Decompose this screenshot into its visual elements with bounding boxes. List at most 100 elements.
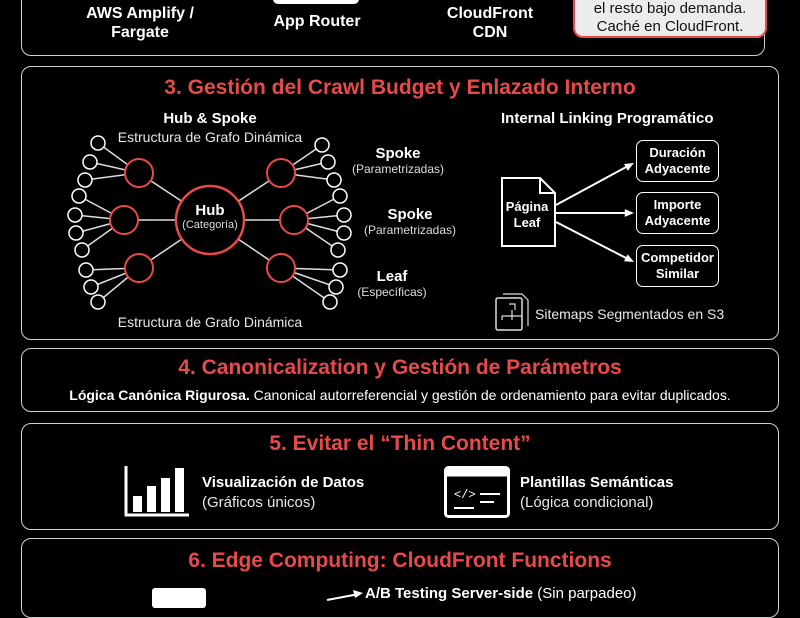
hub-sub: (Categoría) — [182, 219, 238, 231]
section-4-bold: Lógica Canónica Rigurosa. — [69, 387, 250, 403]
hub-spoke-subheading: Estructura de Grafo Dinámica — [117, 129, 303, 145]
sitemap-icon-detail — [501, 293, 529, 326]
section-5-panel: 5. Evitar el “Thin Content” — [21, 423, 779, 530]
leaf-page-label: Página Leaf — [502, 199, 552, 231]
link-target-importe: Importe Adyacente — [636, 192, 719, 234]
spoke-node — [266, 253, 296, 283]
hub-spoke-graph — [67, 135, 634, 331]
target-line2: Similar — [655, 266, 700, 281]
app-router-label: App Router — [255, 12, 379, 31]
hub-spoke-footer: Estructura de Grafo Dinámica — [117, 314, 303, 330]
spoke-node — [279, 205, 309, 235]
cloudfront-line2: CDN — [472, 24, 508, 41]
hub-label: Hub (Categoría) — [176, 202, 244, 231]
legend-leaf: Leaf (Específicas) — [342, 268, 442, 299]
bar-chart-icon — [124, 466, 189, 517]
leaf-page-line1: Página — [505, 199, 549, 214]
target-line1: Duración — [649, 145, 706, 160]
section-3-panel: 3. Gestión del Crawl Budget y Enlazado I… — [21, 66, 779, 340]
amplify-line1: AWS Amplify / — [86, 5, 194, 22]
target-line1: Competidor — [641, 250, 714, 265]
templates-label: Plantillas Semánticas — [520, 474, 674, 491]
amplify-line2: Fargate — [111, 24, 169, 41]
svg-text:</>: </> — [454, 488, 476, 502]
legend-label: Leaf — [376, 268, 408, 285]
cloudfront-line1: CloudFront — [446, 5, 534, 22]
target-line1: Importe — [653, 197, 702, 212]
data-viz-label: Visualización de Datos — [202, 474, 365, 491]
edge-icon — [152, 588, 206, 608]
section-4-text: Lógica Canónica Rigurosa. Canonical auto… — [22, 387, 778, 403]
cloudfront-label: CloudFront CDN — [430, 4, 550, 42]
target-line2: Adyacente — [644, 213, 711, 228]
leaf-node — [83, 279, 99, 295]
leaf-node — [90, 135, 106, 151]
arrow-head — [624, 209, 634, 217]
legend-sub: (Específicas) — [357, 285, 427, 299]
linking-heading: Internal Linking Programático — [501, 110, 714, 127]
legend-spoke-1: Spoke (Parametrizadas) — [340, 145, 456, 176]
app-router-line1: App Router — [273, 13, 361, 30]
section-4-panel: 4. Canonicalization y Gestión de Parámet… — [21, 348, 779, 412]
legend-sub: (Parametrizadas) — [351, 162, 445, 176]
leaf-node — [77, 172, 93, 188]
legend-label: Spoke — [375, 145, 421, 162]
leaf-node — [74, 242, 90, 258]
section-3-title: 3. Gestión del Crawl Budget y Enlazado I… — [164, 76, 636, 99]
spoke-node — [266, 158, 296, 188]
section-6-title: 6. Edge Computing: CloudFront Functions — [188, 549, 612, 572]
leaf-node — [322, 294, 338, 310]
data-viz-item: Visualización de Datos (Gráficos únicos) — [202, 473, 364, 513]
templates-sub: (Lógica condicional) — [520, 494, 654, 511]
leaf-node — [328, 279, 344, 295]
leaf-node — [71, 188, 87, 204]
leaf-node — [332, 262, 348, 278]
code-window-icon: </> — [444, 466, 510, 518]
section-4-body: Canonical autorreferencial y gestión de … — [249, 387, 731, 403]
ab-testing-item: A/B Testing Server-side (Sin parpadeo) — [365, 585, 637, 602]
spoke-node — [124, 158, 154, 188]
document-fold — [539, 178, 555, 194]
leaf-node — [78, 262, 94, 278]
cache-callout: el resto bajo demanda. Caché en CloudFro… — [573, 0, 767, 38]
leaf-node — [314, 137, 330, 153]
target-line2: Adyacente — [644, 161, 711, 176]
hub-title: Hub — [195, 202, 225, 219]
link-target-duracion: Duración Adyacente — [636, 140, 719, 182]
data-viz-sub: (Gráficos únicos) — [202, 494, 316, 511]
leaf-node — [67, 207, 83, 223]
sitemap-icon — [495, 297, 523, 331]
ab-testing-sub: (Sin parpadeo) — [533, 585, 637, 602]
arrow-head — [624, 254, 634, 262]
amplify-label: AWS Amplify / Fargate — [80, 4, 200, 42]
callout-line1: el resto bajo demanda. — [593, 0, 747, 17]
arrow-icon — [326, 590, 363, 601]
link-target-competidor: Competidor Similar — [636, 245, 719, 287]
leaf-node — [330, 242, 346, 258]
hub-node — [174, 184, 246, 256]
legend-spoke-2: Spoke (Parametrizadas) — [352, 206, 468, 237]
app-router-box — [273, 0, 359, 4]
sitemap-text: Sitemaps Segmentados en S3 — [535, 306, 725, 322]
ab-testing-bold: A/B Testing Server-side — [365, 585, 534, 602]
callout-line2: Caché en CloudFront. — [596, 18, 744, 35]
section-5-title: 5. Evitar el “Thin Content” — [269, 432, 531, 455]
leaf-node — [68, 225, 84, 241]
leaf-node — [82, 154, 98, 170]
link-arrow — [555, 165, 629, 206]
spoke-node — [124, 253, 154, 283]
templates-item: Plantillas Semánticas (Lógica condiciona… — [520, 473, 673, 513]
leaf-node — [332, 188, 348, 204]
leaf-node — [336, 207, 352, 223]
spoke-node — [109, 205, 139, 235]
hub-spoke-heading: Hub & Spoke — [163, 110, 257, 127]
section-6-panel: 6. Edge Computing: CloudFront Functions — [21, 538, 779, 618]
leaf-node — [336, 225, 352, 241]
leaf-node — [320, 154, 336, 170]
leaf-node — [326, 172, 342, 188]
leaf-node — [90, 294, 106, 310]
legend-sub: (Parametrizadas) — [363, 223, 457, 237]
link-arrow — [555, 221, 629, 260]
arrow-head — [624, 163, 634, 171]
document-icon — [501, 177, 556, 247]
